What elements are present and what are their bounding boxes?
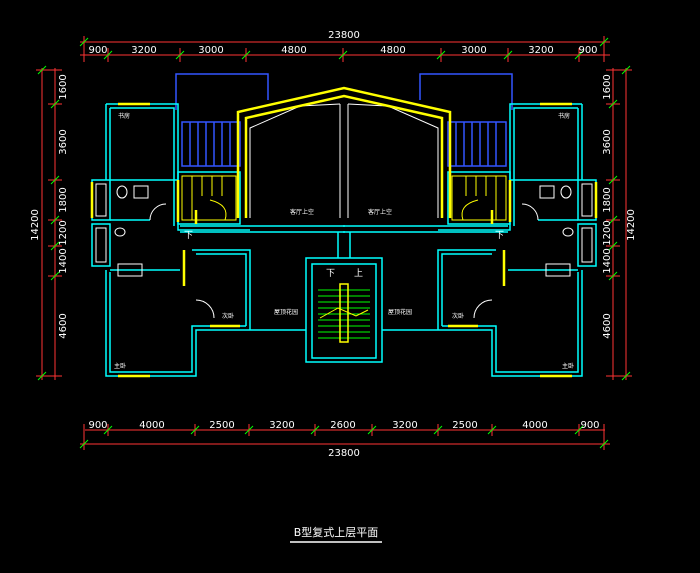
drawing-title: B型复式上层平面 [294,525,379,539]
center-stair [318,283,370,343]
right-dimension-3: 1800 [602,187,613,212]
top-dimension-4: 4800 [281,45,306,56]
bottom-dimension-2: 4000 [139,420,164,431]
left-dimension-6: 4600 [58,313,69,338]
room-label-living-upper-left: 客厅上空 [290,208,314,216]
room-label-master-right: 主卧 [562,362,574,370]
bottom-dimension-9: 900 [580,420,599,431]
walls [91,103,597,377]
room-label-master-left: 主卧 [114,362,126,370]
left-dimension-5: 1400 [58,248,69,273]
left-dimension-3: 1800 [58,187,69,212]
room-label-study-right: 书房 [558,112,570,120]
room-label-roof-garden-right: 屋顶花园 [388,308,412,316]
balcony-railings [175,73,513,167]
bottom-total-dimension: 23800 [328,448,360,459]
left-total-dimension: 14200 [30,209,41,241]
top-dimension-8: 900 [578,45,597,56]
bathroom-fixtures [95,183,593,319]
bottom-dimension-3: 2500 [209,420,234,431]
windows-and-roof [90,86,598,378]
right-dimension-1: 1600 [602,74,613,99]
top-dimension-2: 3200 [131,45,156,56]
room-label-study-left: 书房 [118,112,130,120]
top-dimension-5: 4800 [380,45,405,56]
right-dimension-5: 1400 [602,248,613,273]
bottom-dimension-6: 3200 [392,420,417,431]
label-down-left: 下 [184,231,193,241]
top-dimension-7: 3200 [528,45,553,56]
left-dimension-1: 1600 [58,74,69,99]
right-dimension-2: 3600 [602,129,613,154]
room-label-roof-garden-left: 屋顶花园 [274,308,298,316]
room-label-bedroom-left: 次卧 [222,312,234,320]
top-dimension-3: 3000 [198,45,223,56]
room-label-living-upper-right: 客厅上空 [368,208,392,216]
room-label-bedroom-right: 次卧 [452,312,464,320]
right-total-dimension: 14200 [626,209,637,241]
living-void-outline [249,103,439,218]
dimension-ticks [37,37,631,449]
label-stair-up: 上 [354,268,363,279]
stair-details [181,175,507,221]
left-dimension-4: 1200 [58,220,69,245]
right-dimension-4: 1200 [602,220,613,245]
bottom-dimension-8: 4000 [522,420,547,431]
top-total-dimension: 23800 [328,30,360,41]
bottom-dimension-7: 2500 [452,420,477,431]
top-dimension-1: 900 [88,45,107,56]
right-dimension-6: 4600 [602,313,613,338]
bottom-dimension-5: 2600 [330,420,355,431]
bottom-dimension-4: 3200 [269,420,294,431]
label-down-right: 下 [495,231,504,241]
label-stair-down: 下 [326,269,335,279]
bottom-dimension-1: 900 [88,420,107,431]
top-dimension-6: 3000 [461,45,486,56]
left-dimension-2: 3600 [58,129,69,154]
